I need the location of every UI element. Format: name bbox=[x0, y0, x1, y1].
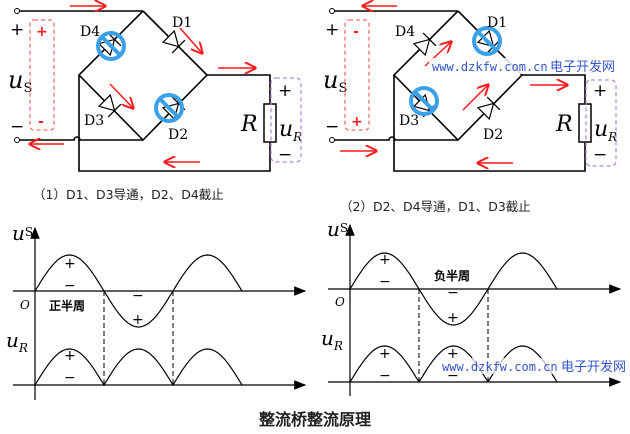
blocked-icon bbox=[154, 93, 184, 123]
source-voltage-label: uS bbox=[323, 66, 347, 96]
polarity-plus: + bbox=[379, 252, 391, 268]
load-voltage-label: uR bbox=[594, 117, 617, 144]
source-plus: + bbox=[10, 20, 24, 40]
label-d2: D2 bbox=[483, 127, 503, 143]
watermark-site: 电子开发网 bbox=[561, 359, 626, 375]
terminal-top bbox=[14, 8, 20, 14]
ur-waveform bbox=[34, 348, 243, 387]
ur-waveform bbox=[349, 345, 558, 384]
page-title: 整流桥整流原理 bbox=[258, 410, 371, 429]
source-minus: − bbox=[325, 117, 339, 137]
half-cycle-label: 负半周 bbox=[434, 268, 470, 283]
ur-axis-label: uR bbox=[6, 328, 28, 355]
watermark-url: www.dzkfw.com.cn bbox=[442, 360, 558, 374]
label-d3: D3 bbox=[399, 113, 419, 129]
polarity-minus: − bbox=[379, 368, 391, 384]
inner-polarity-bottom: + bbox=[351, 114, 363, 130]
load-minus: − bbox=[593, 145, 607, 165]
inner-polarity-top: - bbox=[353, 24, 359, 40]
inner-polarity-bottom: - bbox=[38, 114, 44, 130]
polarity-plus: + bbox=[132, 312, 144, 328]
source-polarity-box bbox=[29, 19, 55, 131]
load-polarity-box bbox=[270, 77, 302, 163]
polarity-plus: + bbox=[64, 256, 76, 272]
origin-label: O bbox=[20, 298, 30, 312]
us-axis-label: uS bbox=[12, 221, 33, 245]
us-waveform bbox=[349, 252, 558, 326]
load-minus: − bbox=[278, 145, 292, 165]
source-plus: + bbox=[325, 20, 339, 40]
blocked-icon bbox=[409, 86, 439, 116]
terminal-bottom bbox=[329, 137, 335, 143]
resistor bbox=[263, 103, 277, 143]
load-label: R bbox=[240, 112, 258, 137]
polarity-plus: + bbox=[447, 310, 459, 326]
load-plus: + bbox=[278, 81, 292, 101]
source-polarity-box bbox=[344, 19, 370, 131]
label-d1: D1 bbox=[487, 15, 507, 31]
polarity-plus: + bbox=[447, 346, 459, 362]
label-d2: D2 bbox=[168, 127, 188, 143]
half-cycle-label: 正半周 bbox=[49, 298, 85, 313]
polarity-minus: − bbox=[447, 368, 459, 384]
polarity-minus: − bbox=[132, 288, 144, 304]
label-d4: D4 bbox=[80, 24, 100, 40]
load-plus: + bbox=[593, 81, 607, 101]
ur-axis-label: uR bbox=[321, 326, 343, 353]
load-polarity-box bbox=[585, 79, 617, 167]
caption-1: （1）D1、D3导通，D2、D4截止 bbox=[33, 187, 224, 202]
waveform-panel-1: uS uR O 正半周 + − − + + − bbox=[6, 221, 307, 400]
polarity-minus: − bbox=[64, 278, 76, 294]
source-voltage-label: uS bbox=[8, 66, 32, 96]
polarity-minus: − bbox=[64, 370, 76, 386]
current-arrow bbox=[462, 85, 488, 111]
us-axis-label: uS bbox=[327, 217, 348, 241]
watermark-url: www.dzkfw.com.cn bbox=[432, 60, 548, 74]
polarity-minus: − bbox=[447, 285, 459, 301]
polarity-plus: + bbox=[379, 346, 391, 362]
polarity-minus: − bbox=[379, 274, 391, 290]
circuit-2: D1 D4 D3 D2 + − uS - + R uR + − www.dzkf… bbox=[323, 6, 623, 214]
label-d4: D4 bbox=[395, 24, 415, 40]
resistor bbox=[578, 103, 592, 143]
source-minus: − bbox=[10, 117, 24, 137]
origin-label: O bbox=[335, 295, 345, 309]
blocked-icon bbox=[472, 26, 502, 56]
current-arrow bbox=[109, 83, 133, 108]
terminal-bottom bbox=[14, 137, 20, 143]
load-voltage-label: uR bbox=[279, 117, 302, 144]
waveform-panel-2: uS uR O 负半周 + − − + + − + − www.dzkfw.co… bbox=[321, 217, 629, 396]
terminal-top bbox=[329, 8, 335, 14]
current-arrow bbox=[179, 27, 202, 53]
label-d3: D3 bbox=[84, 113, 104, 129]
blocked-icon bbox=[96, 31, 126, 61]
load-label: R bbox=[555, 112, 573, 137]
polarity-plus: + bbox=[64, 348, 76, 364]
label-d1: D1 bbox=[172, 15, 192, 31]
circuit-1: D1 D4 D3 D2 + − uS + - R uR + − （1）D1、D3… bbox=[8, 6, 302, 202]
caption-2: （2）D2、D4导通，D1、D3截止 bbox=[340, 199, 531, 214]
us-waveform bbox=[34, 254, 243, 328]
watermark-site: 电子开发网 bbox=[550, 59, 615, 75]
inner-polarity-top: + bbox=[36, 24, 48, 40]
